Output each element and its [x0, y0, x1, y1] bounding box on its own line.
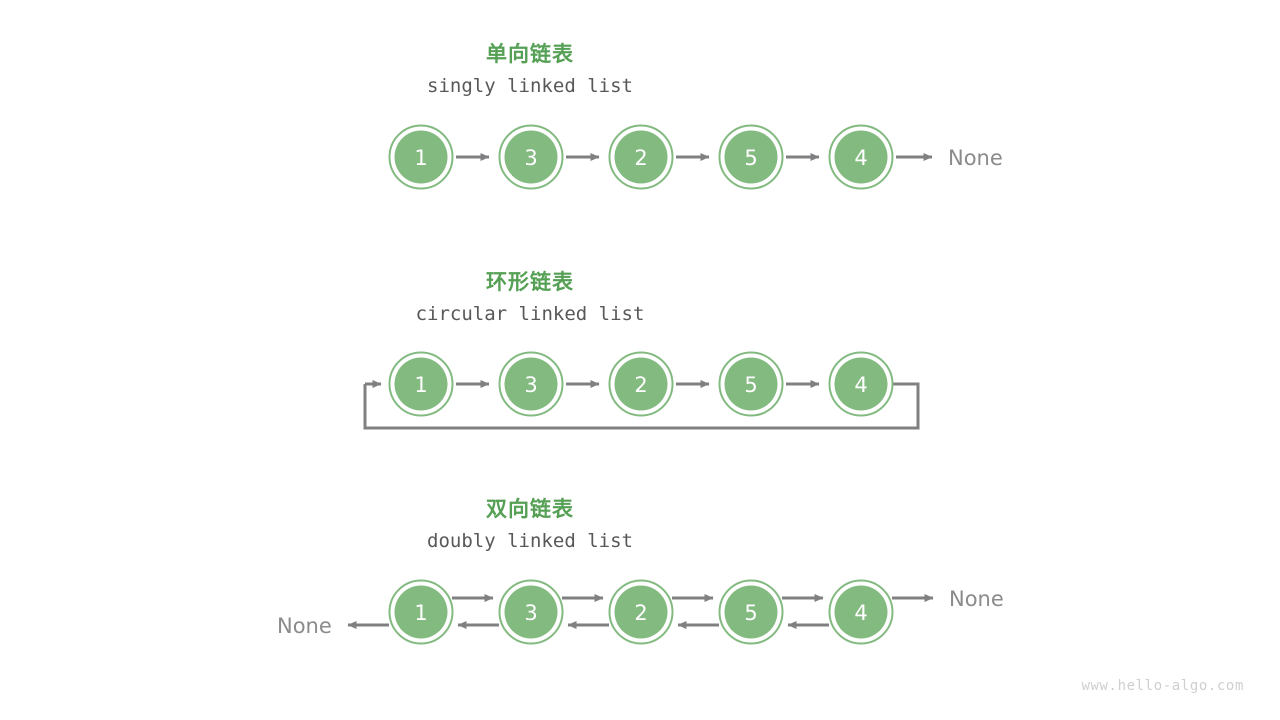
singly-node-4: 4	[828, 124, 894, 190]
doubly-node-4: 4	[828, 579, 894, 645]
node-value: 5	[744, 373, 757, 397]
section-title-singly: 单向链表	[486, 42, 574, 66]
section-circular-linked-list: 环形链表 circular linked list 1	[0, 228, 1280, 458]
node-value: 5	[744, 601, 757, 625]
doubly-node-0: 1	[388, 579, 454, 645]
doubly-linked-list-graphic: 1 3 2 5 4 None	[277, 579, 1004, 645]
circular-linked-list-graphic: 1 3 2 5 4	[363, 351, 920, 430]
node-value: 5	[744, 146, 757, 170]
section-singly-linked-list: 单向链表 singly linked list	[0, 0, 1280, 220]
node-value: 4	[854, 146, 867, 170]
node-value: 3	[524, 146, 537, 170]
node-value: 3	[524, 601, 537, 625]
doubly-head-none-label: None	[277, 614, 332, 638]
circular-node-0: 1	[388, 351, 454, 417]
singly-node-0: 1	[388, 124, 454, 190]
circular-node-3: 5	[718, 351, 784, 417]
node-value: 3	[524, 373, 537, 397]
node-value: 2	[634, 601, 647, 625]
singly-node-2: 2	[608, 124, 674, 190]
doubly-node-3: 5	[718, 579, 784, 645]
singly-node-1: 3	[498, 124, 564, 190]
doubly-tail-none-label: None	[949, 587, 1004, 611]
singly-linked-list-graphic: 1 3 2 5 4 None	[388, 124, 1003, 190]
node-value: 2	[634, 146, 647, 170]
section-title-circular: 环形链表	[486, 270, 574, 294]
node-value: 4	[854, 373, 867, 397]
footer-watermark: www.hello-algo.com	[1081, 678, 1244, 694]
singly-tail-none-label: None	[948, 146, 1003, 170]
node-value: 2	[634, 373, 647, 397]
node-value: 1	[414, 601, 427, 625]
section-subtitle-singly: singly linked list	[427, 75, 633, 97]
section-title-doubly: 双向链表	[486, 497, 574, 521]
doubly-node-2: 2	[608, 579, 674, 645]
section-doubly-linked-list: 双向链表 doubly linked list	[0, 455, 1280, 685]
node-value: 4	[854, 601, 867, 625]
circular-node-4: 4	[828, 351, 894, 417]
doubly-node-1: 3	[498, 579, 564, 645]
singly-node-3: 5	[718, 124, 784, 190]
circular-loopback-path	[363, 380, 920, 430]
node-value: 1	[414, 373, 427, 397]
section-subtitle-doubly: doubly linked list	[427, 530, 633, 552]
circular-node-1: 3	[498, 351, 564, 417]
circular-node-2: 2	[608, 351, 674, 417]
section-subtitle-circular: circular linked list	[415, 303, 645, 325]
node-value: 1	[414, 146, 427, 170]
